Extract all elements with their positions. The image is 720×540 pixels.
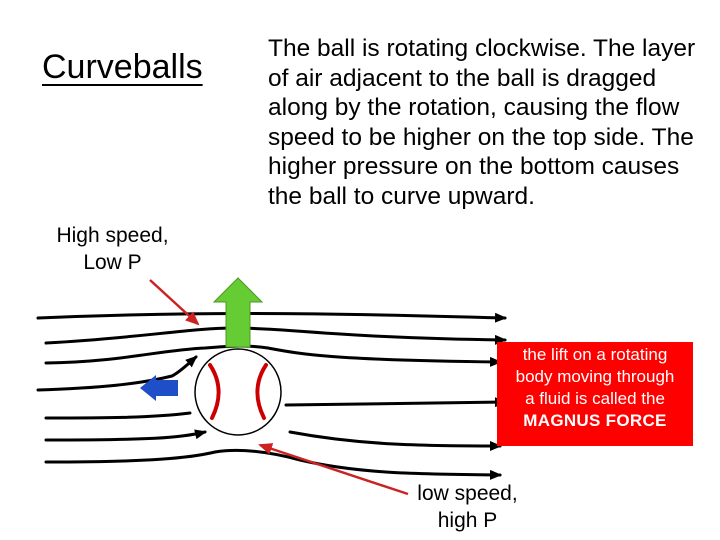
magnus-line4: MAGNUS FORCE: [523, 411, 667, 430]
streamline-2: [44, 326, 507, 345]
baseball: [194, 348, 282, 436]
high-speed-label: High speed, Low P: [40, 222, 185, 276]
slide-title: Curveballs: [42, 48, 203, 86]
high-speed-label-line1: High speed,: [56, 224, 169, 247]
streamline-7: [44, 429, 207, 442]
description-text: The ball is rotating clockwise. The laye…: [268, 35, 696, 210]
low-speed-pointer-arrow: [258, 443, 409, 496]
low-speed-label-line2: high P: [437, 509, 498, 532]
streamline-9: [44, 448, 502, 480]
magnus-line1: the lift on a rotating: [522, 345, 668, 364]
streamline-5: [44, 411, 192, 420]
motion-arrow: [140, 375, 178, 401]
magnus-line3: a fluid is called the: [525, 389, 665, 408]
high-speed-pointer-arrow: [149, 279, 200, 326]
left-stitch: [208, 363, 221, 420]
streamline-1: [36, 312, 507, 323]
streamline-8: [288, 430, 502, 451]
lift-arrow: [212, 277, 264, 348]
streamline-3: [44, 344, 502, 367]
magnus-line2: body moving through: [515, 367, 675, 386]
streamline-6: [284, 397, 507, 408]
high-speed-label-line2: Low P: [83, 251, 142, 274]
low-speed-label: low speed, high P: [395, 480, 540, 534]
low-speed-label-line1: low speed,: [417, 482, 518, 505]
ball-outline: [194, 348, 282, 436]
streamline-4: [36, 355, 198, 392]
right-stitch: [255, 363, 268, 420]
magnus-force-box: the lift on a rotating body moving throu…: [497, 342, 693, 446]
